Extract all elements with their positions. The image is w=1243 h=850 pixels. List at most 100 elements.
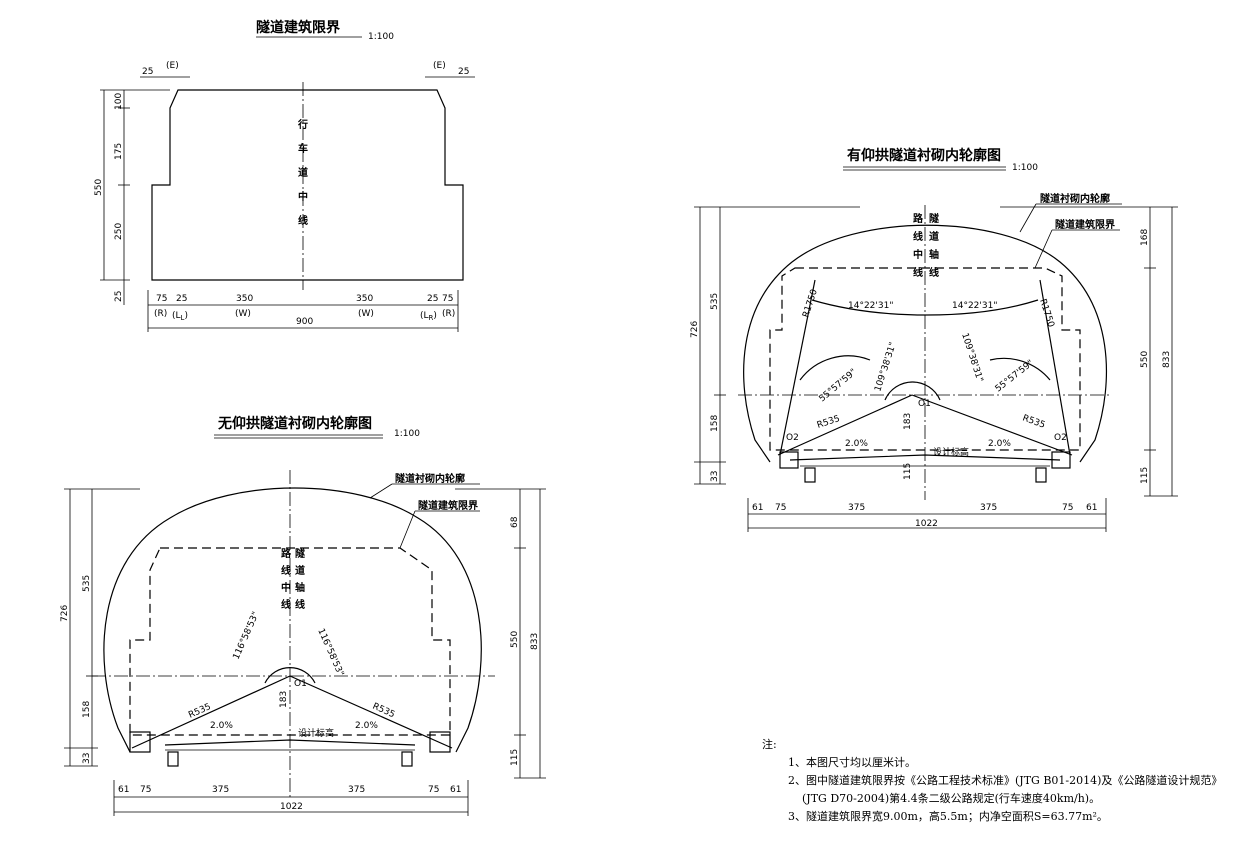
no-invert-833: 833 bbox=[530, 633, 540, 650]
radius-line bbox=[1039, 279, 1071, 456]
with-invert-b375r: 375 bbox=[980, 503, 997, 513]
dim-top-left-E: (E) bbox=[166, 61, 179, 71]
no-invert-115: 115 bbox=[510, 749, 520, 766]
no-invert-lining bbox=[103, 487, 482, 753]
clearance-center-c5: 线 bbox=[298, 214, 308, 227]
dim-L-right: (LR) bbox=[420, 311, 437, 322]
notes-block: 注: 1、本图尺寸均以厘米计。 2、图中隧道建筑限界按《公路工程技术标准》(JT… bbox=[762, 736, 1237, 826]
with-invert-o1: O1 bbox=[918, 399, 931, 409]
no-invert-68: 68 bbox=[510, 516, 520, 528]
clearance-outline bbox=[151, 89, 464, 281]
radius-line bbox=[289, 675, 453, 749]
dim-550: 550 bbox=[94, 179, 104, 196]
no-invert-vertical-labels: 路 线 中 线 隧 道 轴 线 bbox=[281, 547, 305, 611]
dim-b25r: 25 bbox=[427, 294, 438, 304]
with-invert-115-inner: 115 bbox=[903, 463, 913, 480]
with-invert-833: 833 bbox=[1162, 351, 1172, 368]
with-invert-vertical-labels: 路 线 中 线 隧 道 轴 线 bbox=[913, 212, 939, 279]
with-invert-angle-low-right: 55°57'59" bbox=[994, 358, 1036, 394]
vchar: 线 bbox=[281, 564, 291, 577]
clearance-center-c4: 中 bbox=[298, 190, 308, 203]
no-invert-550: 550 bbox=[510, 631, 520, 648]
dim-175: 175 bbox=[114, 143, 124, 160]
no-invert-b61l: 61 bbox=[118, 785, 129, 795]
clearance-center-c3: 道 bbox=[298, 166, 308, 179]
with-invert-angle-mid-left: 109°38'31" bbox=[873, 341, 898, 393]
no-invert-slope-left: 2.0% bbox=[210, 721, 233, 731]
no-invert-b75r: 75 bbox=[428, 785, 439, 795]
dim-b350l: 350 bbox=[236, 294, 253, 304]
with-invert-r-right: R535 bbox=[1021, 413, 1046, 430]
with-invert-slope-right: 2.0% bbox=[988, 439, 1011, 449]
vchar: 轴 bbox=[295, 581, 305, 594]
no-invert-183: 183 bbox=[279, 691, 289, 708]
angle-arc bbox=[811, 299, 1039, 316]
dim-b350r: 350 bbox=[356, 294, 373, 304]
dim-25: 25 bbox=[114, 291, 124, 302]
footing-right bbox=[401, 751, 413, 767]
with-invert-b375l: 375 bbox=[848, 503, 865, 513]
with-invert-road bbox=[789, 454, 1061, 461]
no-invert-o1: O1 bbox=[294, 679, 307, 689]
no-invert-726: 726 bbox=[60, 605, 70, 622]
dim-R-right: (R) bbox=[442, 309, 455, 319]
vchar: 道 bbox=[929, 230, 939, 243]
with-invert-b61l: 61 bbox=[752, 503, 763, 513]
no-invert-lining-label: 隧道衬砌内轮廓 bbox=[395, 472, 465, 485]
with-invert-title: 有仰拱隧道衬砌内轮廓图 bbox=[847, 147, 1001, 164]
angle-arc bbox=[799, 355, 871, 381]
dim-top-left-25: 25 bbox=[142, 67, 153, 77]
footing-left bbox=[167, 751, 179, 767]
with-invert-r1750-left: R1750 bbox=[801, 288, 820, 319]
with-invert-scale: 1:100 bbox=[1012, 163, 1038, 173]
radius-line bbox=[911, 394, 1073, 456]
note-1: 1、本图尺寸均以厘米计。 bbox=[788, 756, 916, 769]
no-invert-road bbox=[164, 739, 416, 746]
with-invert-535: 535 bbox=[710, 293, 720, 310]
dim-R-left: (R) bbox=[154, 309, 167, 319]
with-invert-b75r: 75 bbox=[1062, 503, 1073, 513]
vchar: 隧 bbox=[929, 212, 939, 225]
with-invert-33: 33 bbox=[710, 471, 720, 482]
with-invert-o2-left: O2 bbox=[786, 433, 799, 443]
clearance-title: 隧道建筑限界 bbox=[256, 19, 341, 36]
radius-line bbox=[777, 394, 913, 456]
with-invert-lining bbox=[743, 224, 1107, 463]
with-invert-o2-right: O2 bbox=[1054, 433, 1067, 443]
with-invert-726: 726 bbox=[690, 321, 700, 338]
no-invert-b61r: 61 bbox=[450, 785, 461, 795]
dim-top-right-25: 25 bbox=[458, 67, 469, 77]
drain-right bbox=[429, 731, 451, 753]
angle-arc bbox=[264, 667, 316, 684]
clearance-center-c1: 行 bbox=[297, 118, 308, 131]
no-invert-clearance-label: 隧道建筑限界 bbox=[418, 499, 478, 512]
with-invert-550: 550 bbox=[1140, 351, 1150, 368]
with-invert-design-elev: 设计标高 bbox=[933, 446, 969, 458]
vchar: 线 bbox=[281, 598, 291, 611]
clearance-scale: 1:100 bbox=[368, 32, 394, 42]
with-invert-lining-label: 隧道衬砌内轮廓 bbox=[1040, 192, 1110, 205]
with-invert-angle-top-left: 14°22'31" bbox=[848, 301, 893, 311]
footing-right bbox=[1035, 467, 1047, 483]
clearance-center-c2: 车 bbox=[298, 142, 308, 155]
with-invert-angle-top-right: 14°22'31" bbox=[952, 301, 997, 311]
drain-left bbox=[129, 731, 151, 753]
with-invert-angle-low-left: 55°57'59" bbox=[818, 367, 859, 404]
with-invert-168: 168 bbox=[1140, 229, 1150, 246]
with-invert-b75l: 75 bbox=[775, 503, 786, 513]
with-invert-slope-left: 2.0% bbox=[845, 439, 868, 449]
no-invert-angle-right: 116°58'53" bbox=[315, 627, 345, 678]
with-invert-183: 183 bbox=[903, 413, 913, 430]
angle-arc bbox=[884, 381, 941, 401]
with-invert-b61r: 61 bbox=[1086, 503, 1097, 513]
vchar: 轴 bbox=[929, 248, 939, 261]
with-invert-158: 158 bbox=[710, 415, 720, 432]
drain-left bbox=[779, 451, 799, 469]
leader bbox=[369, 483, 393, 499]
vchar: 线 bbox=[929, 266, 939, 279]
no-invert-title: 无仰拱隧道衬砌内轮廓图 bbox=[217, 415, 372, 432]
dim-top-right-E: (E) bbox=[433, 61, 446, 71]
dim-b75r: 75 bbox=[442, 294, 453, 304]
dim-900: 900 bbox=[296, 317, 313, 327]
